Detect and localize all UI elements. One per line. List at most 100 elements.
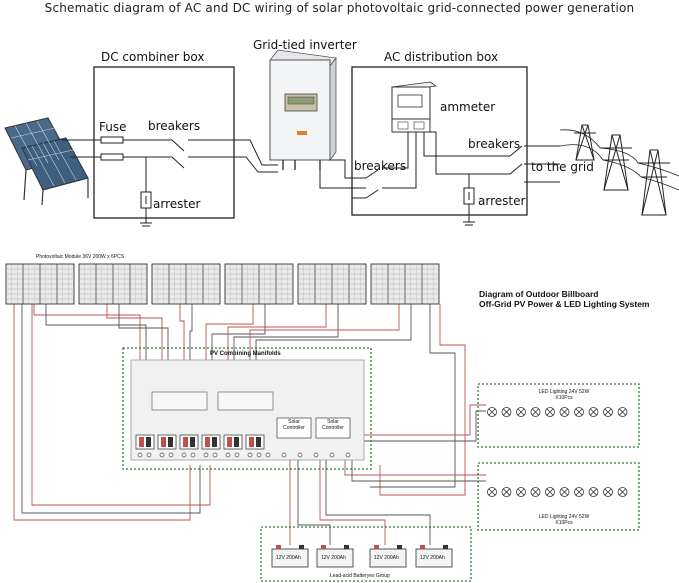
battery-label-3: 12V 200Ah (374, 555, 399, 561)
outer-loop-red-left-2 (31, 304, 211, 506)
outer-loop-red-left (13, 304, 191, 521)
inlet-breakers-label: breakers (354, 159, 407, 173)
led-lamp-icon (617, 407, 628, 417)
dc-combiner-box (93, 66, 235, 219)
led-lamp-icon (559, 487, 570, 497)
battery-label-1: 12V 200Ah (276, 555, 301, 561)
manifold-inner-box-2 (217, 391, 274, 411)
controller-battery-dark (297, 453, 331, 545)
led-top-dashed-border (477, 383, 640, 448)
pv-module-6 (370, 263, 440, 305)
led-lamp-icon (530, 487, 541, 497)
ammeter-label: ammeter (440, 100, 496, 114)
led-lamp-icon (559, 407, 570, 417)
led-lamp-icon (487, 487, 497, 497)
breaker-1 (135, 434, 155, 458)
led-lamp-icon (588, 407, 599, 417)
ac-distribution-box (351, 66, 528, 216)
power-grid-towers-icon (559, 124, 679, 216)
dc-arrester-icon (140, 157, 152, 227)
terminal-5 (329, 452, 335, 458)
battery-group-label: Lead-acid Batteryes Group (330, 573, 390, 579)
led-lamp-icon (603, 487, 613, 497)
led-lamp-icon (545, 407, 555, 417)
battery-label-2: 12V 200Ah (321, 555, 346, 561)
led-lamp-icon (487, 407, 497, 417)
led-bottom-label: LED Lighting 24V 52W X10Pcs (538, 514, 590, 526)
ac-arrester-icon (463, 174, 475, 226)
pv-module-4 (224, 263, 294, 305)
outer-loop-dark-right (370, 304, 456, 488)
led-lamp-icon (574, 407, 584, 417)
terminal-6 (345, 452, 351, 458)
outer-loop-red-right (379, 304, 466, 496)
solar-panel-array-icon (4, 117, 89, 206)
dc-breaker (171, 139, 234, 169)
ac-arrester-label: arrester (478, 194, 526, 208)
manifold-dashed-border (122, 347, 372, 470)
controller-led-bottom-dark (351, 453, 486, 482)
led-lamp-icon (545, 487, 555, 497)
red-wire-1 (33, 304, 141, 430)
led-lamp-icon (516, 487, 526, 497)
pv-module-row (5, 263, 440, 305)
solar-controller-2 (315, 417, 351, 439)
terminal-2 (281, 452, 287, 458)
led-lamp-icon (530, 407, 541, 417)
solar-controller-1-label: Solar Controller (283, 419, 305, 431)
battery-4 (415, 545, 453, 568)
battery-group (271, 545, 453, 568)
solar-controller-1 (276, 417, 312, 439)
manifold-breakers (135, 434, 351, 458)
dc-breakers-label: breakers (148, 119, 201, 133)
grid-tied-inverter-icon (269, 49, 337, 170)
fuse-1 (100, 136, 124, 144)
solar-controller-2-label: Solar Controller (322, 419, 344, 431)
battery-label-4: 12V 200Ah (420, 555, 445, 561)
breaker-6 (245, 434, 265, 458)
controller-battery-dark-2 (325, 453, 431, 545)
led-lamp-icon (617, 487, 628, 497)
breaker-3 (179, 434, 199, 458)
ac-outlet-breaker (509, 145, 560, 183)
pv-module-3 (151, 263, 221, 305)
led-lamp-icon (588, 487, 599, 497)
pv-module-label: Photovoltaic Module 36V 200W x 6PCS (36, 254, 125, 260)
battery-1 (271, 545, 309, 568)
ammeter-icon (390, 81, 438, 150)
offgrid-pv-led-diagram (5, 263, 640, 582)
pv-module-2 (78, 263, 148, 305)
ac-dc-wiring-schematic (4, 49, 679, 227)
pv-module-1 (5, 263, 75, 305)
battery-2 (316, 545, 354, 568)
dc-arrester-label: arrester (153, 197, 201, 211)
led-lights (487, 407, 628, 497)
manifold-label: PV Combining Manifolds (210, 351, 281, 357)
battery-3 (369, 545, 407, 568)
breaker-4 (201, 434, 221, 458)
fuse-2 (100, 153, 124, 161)
led-lamp-icon (501, 487, 512, 497)
ac-inlet-breaker (352, 150, 417, 199)
diagram-title-line2: Off-Grid PV Power & LED Lighting System (479, 299, 650, 309)
controller-battery-red-2 (319, 453, 386, 545)
breaker-2 (157, 434, 177, 458)
dc-combiner-box-label: DC combiner box (101, 50, 205, 64)
ac-breakers-label: breakers (468, 137, 521, 151)
ac-distribution-box-label: AC distribution box (384, 50, 499, 64)
led-lamp-icon (516, 407, 526, 417)
led-top-label: LED Lighting 24V 52W X10Pcs (538, 389, 590, 401)
led-lamp-icon (603, 407, 613, 417)
to-grid-label: to the grid (531, 160, 594, 174)
pv-module-5 (297, 263, 367, 305)
battery-dashed-border (260, 526, 472, 582)
terminal-3 (297, 452, 303, 458)
breaker-5 (223, 434, 243, 458)
manifold-inner-box-1 (151, 391, 208, 411)
terminal-1 (265, 452, 271, 458)
diagram-title-line1: Diagram of Outdoor Billboard (479, 289, 599, 299)
inverter-label: Grid-tied inverter (253, 38, 357, 52)
led-lamp-icon (574, 487, 584, 497)
diagram-title: Schematic diagram of AC and DC wiring of… (44, 1, 635, 15)
outer-loop-dark-left (21, 304, 201, 514)
